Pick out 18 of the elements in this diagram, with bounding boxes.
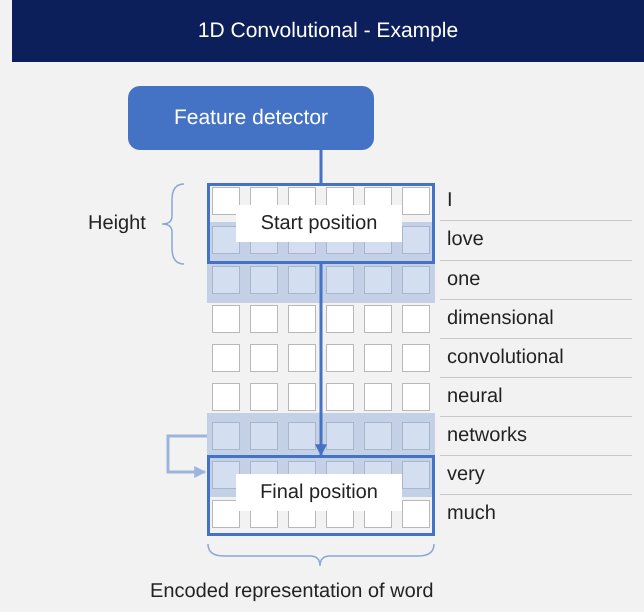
word-label: love — [447, 228, 484, 251]
arrow — [166, 434, 207, 478]
axis-label: Height — [88, 212, 146, 235]
arrow — [315, 264, 327, 456]
word-label: neural — [447, 385, 503, 408]
word-label: I — [447, 189, 453, 212]
word-label: dimensional — [447, 307, 554, 330]
callout-box: Feature detector — [128, 86, 374, 150]
connector-line — [320, 150, 322, 183]
word-label: one — [447, 268, 480, 291]
axis-label: Encoded representation of word — [150, 580, 434, 603]
window-label: Final position — [236, 474, 402, 511]
word-label: much — [447, 502, 496, 525]
word-label: convolutional — [447, 346, 564, 369]
title-banner: 1D Convolutional - Example — [12, 0, 644, 62]
window-label: Start position — [236, 205, 402, 242]
word-label: networks — [447, 424, 528, 447]
word-label: very — [447, 463, 485, 486]
